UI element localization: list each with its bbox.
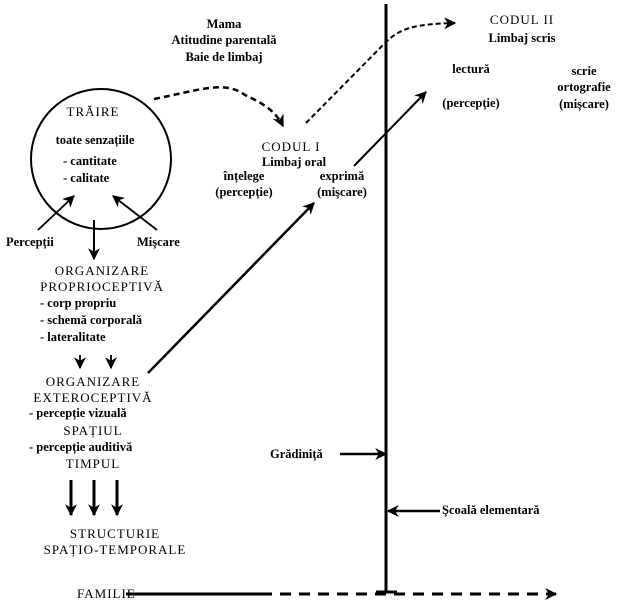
traire-circle	[30, 88, 172, 230]
codul1-movement: (mişcare)	[317, 185, 367, 199]
extero-time: TIMPUL	[65, 456, 121, 471]
codul1-to-codul2-solid-arrow	[353, 91, 427, 167]
traire-to-codul1-arrow	[153, 86, 285, 128]
proprio-title-2: PROPRIOCEPTIVĂ	[40, 279, 164, 294]
mother-label: Mama	[206, 17, 242, 31]
codul1-subtitle: Limbaj oral	[261, 155, 327, 169]
codul2-subtitle: Limbaj scris	[488, 31, 556, 45]
codul2-movement: (mişcare)	[559, 97, 609, 111]
traire-subtitle: toate senzațiile	[55, 133, 135, 147]
miscare-arrow	[112, 195, 158, 231]
perceptii-arrow	[37, 195, 75, 231]
parental-attitude-label: Atitudine parentală	[171, 33, 277, 47]
extero-item-visual: - percepție vizuală	[29, 406, 127, 420]
kindergarten-label: Grădiniță	[270, 447, 323, 461]
codul2-title: CODUL II	[489, 12, 555, 27]
codul1-perception: (percepție)	[215, 185, 273, 199]
school-label: Şcoală elementară	[442, 503, 540, 517]
language-bath-label: Baie de limbaj	[185, 50, 263, 64]
perceptii-label: Percepții	[6, 235, 54, 249]
codul1-title: CODUL I	[261, 139, 321, 154]
traire-title: TRĂIRE	[66, 104, 120, 119]
extero-to-codul1-arrow	[147, 202, 315, 374]
extero-title-1: ORGANIZARE	[45, 374, 141, 389]
codul2-write: scrie	[571, 64, 597, 78]
structurie-title-1: STRUCTURIE	[69, 526, 161, 541]
proprio-item-own-body: - corp propriu	[40, 296, 117, 310]
traire-item-quantity: - cantitate	[63, 154, 117, 168]
proprio-title-1: ORGANIZARE	[54, 263, 150, 278]
codul2-orthography: ortografie	[557, 80, 611, 94]
traire-item-quality: - calitate	[63, 171, 110, 185]
codul1-understand: înțelege	[223, 169, 265, 183]
codul2-reading: lectură	[452, 62, 490, 76]
extero-space: SPAȚIUL	[63, 423, 123, 438]
family-label: FAMILIE	[77, 586, 136, 601]
proprio-item-body-schema: - schemă corporală	[40, 313, 143, 327]
miscare-label: Mişcare	[137, 235, 180, 249]
proprio-item-laterality: - lateralitate	[40, 330, 106, 344]
codul1-express: exprimă	[319, 169, 365, 183]
extero-title-2: EXTEROCEPTIVĂ	[33, 390, 153, 405]
extero-item-auditory: - percepție auditivă	[29, 440, 133, 454]
structurie-title-2: SPAȚIO-TEMPORALE	[43, 542, 187, 557]
codul1-to-codul2-arrow	[305, 17, 457, 124]
codul2-perception: (percepție)	[442, 96, 500, 110]
